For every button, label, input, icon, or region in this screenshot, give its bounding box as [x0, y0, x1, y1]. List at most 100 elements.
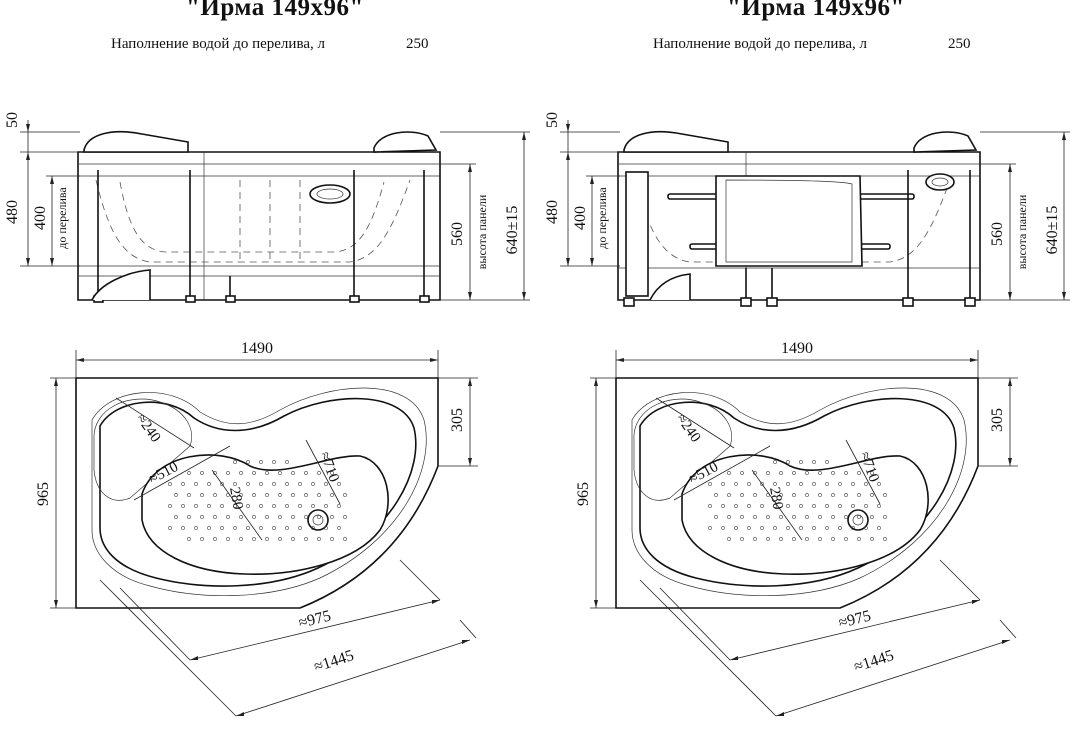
massage-jet	[220, 526, 224, 530]
massage-jet	[187, 537, 191, 541]
massage-jet	[181, 526, 185, 530]
massage-jet	[825, 526, 829, 530]
massage-jet	[285, 460, 289, 464]
massage-jet	[343, 493, 347, 497]
massage-jet	[844, 515, 848, 519]
massage-jet	[753, 537, 757, 541]
panel-2-front-view: 50 480 400 до перелива 560 высота панели…	[544, 112, 1070, 307]
massage-jet	[883, 537, 887, 541]
massage-jet	[317, 493, 321, 497]
massage-jet	[291, 471, 295, 475]
massage-jet	[259, 460, 263, 464]
panel-2-title: "Ирма 149х96"	[727, 0, 905, 21]
massage-jet	[851, 482, 855, 486]
massage-jet	[304, 537, 308, 541]
massage-jet	[239, 471, 243, 475]
massage-jet	[311, 526, 315, 530]
panel-2-massage-jets	[708, 460, 887, 541]
massage-jet	[734, 482, 738, 486]
massage-jet	[773, 504, 777, 508]
massage-jet	[311, 482, 315, 486]
massage-jet	[174, 493, 178, 497]
massage-jet	[233, 482, 237, 486]
massage-jet	[714, 515, 718, 519]
massage-jet	[252, 471, 256, 475]
massage-jet	[818, 515, 822, 519]
massage-jet	[708, 526, 712, 530]
panel-1-dim-1445: ≈1445	[312, 647, 356, 676]
massage-jet	[194, 482, 198, 486]
massage-jet	[740, 515, 744, 519]
panel-1-fill-label: Наполнение водой до перелива, л	[111, 36, 325, 52]
massage-jet	[330, 471, 334, 475]
massage-jet	[708, 504, 712, 508]
panel-1-dim-480: 480	[4, 200, 21, 224]
massage-jet	[864, 504, 868, 508]
panel-1-fill-row: Наполнение водой до перелива, л 250	[111, 36, 429, 53]
massage-jet	[291, 493, 295, 497]
massage-jet	[708, 482, 712, 486]
massage-jet	[272, 526, 276, 530]
massage-jet	[233, 460, 237, 464]
massage-jet	[220, 482, 224, 486]
massage-jet	[877, 482, 881, 486]
panel-1-dim-305: 305	[449, 408, 466, 432]
massage-jet	[799, 504, 803, 508]
massage-jet	[187, 515, 191, 519]
massage-jet	[773, 482, 777, 486]
massage-jet	[727, 515, 731, 519]
massage-jet	[773, 460, 777, 464]
massage-jet	[714, 493, 718, 497]
massage-jet	[792, 537, 796, 541]
massage-jet	[779, 515, 783, 519]
massage-jet	[812, 460, 816, 464]
massage-jet	[330, 493, 334, 497]
massage-jet	[324, 504, 328, 508]
massage-jet	[805, 515, 809, 519]
massage-jet	[187, 493, 191, 497]
massage-jet	[747, 526, 751, 530]
massage-jet	[343, 537, 347, 541]
massage-jet	[226, 471, 230, 475]
massage-jet	[786, 482, 790, 486]
massage-jet	[831, 515, 835, 519]
massage-jet	[870, 471, 874, 475]
massage-jet	[220, 504, 224, 508]
panel-1-title: "Ирма 149х96"	[186, 0, 364, 21]
massage-jet	[864, 526, 868, 530]
massage-jet	[753, 493, 757, 497]
massage-jet	[857, 515, 861, 519]
massage-jet	[213, 493, 217, 497]
massage-jet	[265, 537, 269, 541]
massage-jet	[207, 526, 211, 530]
massage-jet	[721, 482, 725, 486]
massage-jet	[252, 537, 256, 541]
massage-jet	[864, 482, 868, 486]
massage-jet	[870, 493, 874, 497]
massage-jet	[272, 504, 276, 508]
massage-jet	[818, 471, 822, 475]
massage-jet	[337, 526, 341, 530]
massage-jet	[207, 482, 211, 486]
massage-jet	[831, 471, 835, 475]
panel-1-dim-560: 560	[449, 222, 466, 246]
massage-jet	[252, 515, 256, 519]
panel-1-plan-view: 1490 305 965 ≈240 ≈510 280 ≈710 ≈975 ≈14…	[35, 340, 478, 717]
massage-jet	[721, 526, 725, 530]
massage-jet	[311, 504, 315, 508]
massage-jet	[825, 460, 829, 464]
massage-jet	[272, 460, 276, 464]
massage-jet	[298, 504, 302, 508]
massage-jet	[337, 504, 341, 508]
massage-jet	[779, 471, 783, 475]
panel-2-fill-label: Наполнение водой до перелива, л	[653, 36, 867, 52]
massage-jet	[233, 526, 237, 530]
massage-jet	[747, 482, 751, 486]
massage-jet	[805, 471, 809, 475]
massage-jet	[851, 526, 855, 530]
massage-jet	[168, 482, 172, 486]
massage-jet	[324, 482, 328, 486]
massage-jet	[246, 482, 250, 486]
panel-2-fill-row: Наполнение водой до перелива, л 250	[653, 36, 971, 53]
panel-2-dim-975: ≈975	[837, 607, 873, 631]
